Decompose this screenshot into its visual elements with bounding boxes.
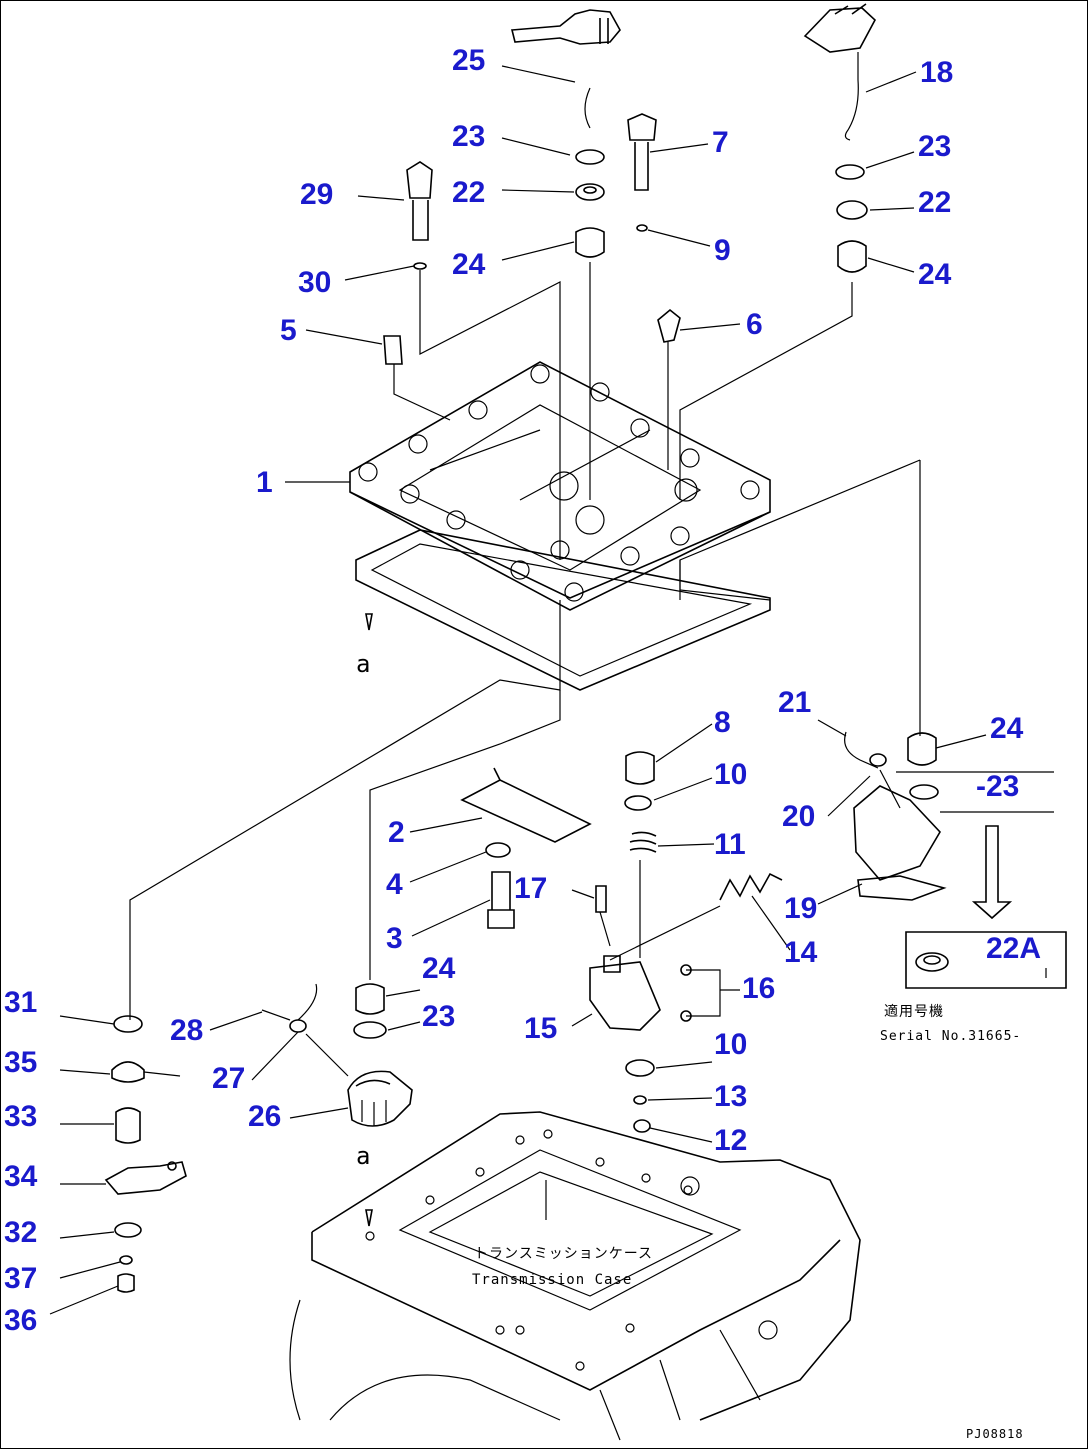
drawing-code: PJ08818 (966, 1427, 1024, 1441)
serial-note-en: Serial No.31665- (880, 1029, 1021, 1044)
callout-23: 23 (918, 130, 951, 163)
callout-25: 25 (452, 44, 485, 77)
callout-2: 2 (388, 816, 405, 849)
callout-leaders (49, 65, 1047, 1315)
callout-22: 22 (918, 186, 951, 219)
callout-20: 20 (782, 800, 815, 833)
callout-22: 22 (452, 176, 485, 209)
callout-14: 14 (784, 936, 818, 969)
callout-11: 11 (714, 828, 746, 861)
callout-7: 7 (712, 126, 729, 159)
callout-37: 37 (4, 1262, 37, 1295)
callout-27: 27 (212, 1062, 245, 1095)
callout-34: 34 (4, 1160, 38, 1193)
callout-24: 24 (918, 258, 952, 291)
callout-18: 18 (920, 56, 953, 89)
callout-23: 23 (422, 1000, 455, 1033)
drawing-notes: a a トランスミッションケース Transmission Case 適用号機 … (356, 650, 1024, 1441)
callout-36: 36 (4, 1304, 37, 1337)
callout-19: 19 (784, 892, 817, 925)
callout-labels: 25 23 22 29 24 30 7 9 18 23 22 24 5 6 1 … (4, 44, 1041, 1337)
callout-24: 24 (452, 248, 486, 281)
case-label-jp: トランスミッションケース (474, 1246, 653, 1262)
callout-22A: 22A (986, 932, 1041, 965)
callout-10: 10 (714, 1028, 747, 1061)
callout-31: 31 (4, 986, 37, 1019)
callout-35: 35 (4, 1046, 37, 1079)
serial-note-jp: 適用号機 (884, 1003, 944, 1020)
callout-29: 29 (300, 178, 333, 211)
callout-10: 10 (714, 758, 747, 791)
callout-32: 32 (4, 1216, 37, 1249)
callout-9: 9 (714, 234, 731, 267)
callout-13: 13 (714, 1080, 747, 1113)
callout-17: 17 (514, 872, 547, 905)
callout-28: 28 (170, 1014, 203, 1047)
callout-23: -23 (976, 770, 1019, 803)
callout-5: 5 (280, 314, 297, 347)
callout-30: 30 (298, 266, 331, 299)
case-label-en: Transmission Case (472, 1272, 632, 1288)
callout-26: 26 (248, 1100, 281, 1133)
callout-33: 33 (4, 1100, 37, 1133)
callout-16: 16 (742, 972, 775, 1005)
callout-4: 4 (386, 868, 403, 901)
exploded-view-drawing (104, 3, 1067, 1441)
callout-3: 3 (386, 922, 403, 955)
callout-21: 21 (778, 686, 811, 719)
callout-12: 12 (714, 1124, 747, 1157)
ref-mark-a-lower: a (356, 1142, 371, 1170)
callout-6: 6 (746, 308, 763, 341)
callout-15: 15 (524, 1012, 557, 1045)
callout-23: 23 (452, 120, 485, 153)
ref-mark-a-upper: a (356, 650, 371, 678)
callout-24: 24 (990, 712, 1024, 745)
callout-24: 24 (422, 952, 456, 985)
callout-1: 1 (256, 466, 273, 499)
callout-8: 8 (714, 706, 731, 739)
